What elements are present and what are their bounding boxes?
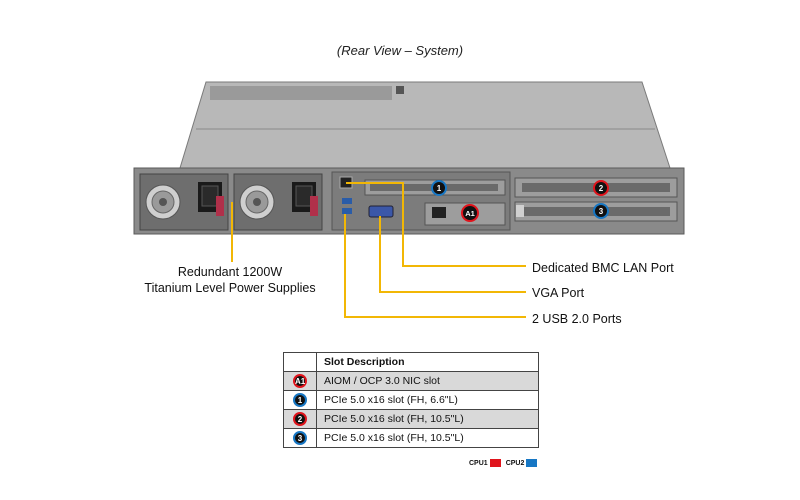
slot-description: PCIe 5.0 x16 slot (FH, 10.5"L) <box>316 409 539 429</box>
lid-label <box>396 86 404 94</box>
legend-cpu1-label: CPU1 <box>469 459 488 467</box>
badge-slot-2-text: 2 <box>599 184 604 193</box>
badge-slot-1: 1 <box>431 180 447 196</box>
psu-callout-line2: Titanium Level Power Supplies <box>144 281 316 295</box>
slot-description: AIOM / OCP 3.0 NIC slot <box>316 371 539 391</box>
table-header-title: Slot Description <box>316 352 539 372</box>
usb-callout-label: 2 USB 2.0 Ports <box>532 312 622 326</box>
badge-slot-1-text: 1 <box>437 184 442 193</box>
legend-cpu2-swatch <box>526 459 538 467</box>
table-header-badge-cell <box>283 352 317 372</box>
vga-callout-label: VGA Port <box>532 286 585 300</box>
slot-description: PCIe 5.0 x16 slot (FH, 6.6"L) <box>316 390 539 410</box>
table-row: 1 PCIe 5.0 x16 slot (FH, 6.6"L) <box>283 390 539 410</box>
cpu-legend: CPU1 CPU2 <box>469 459 542 467</box>
bmc-callout-line <box>346 182 526 267</box>
slot-description: PCIe 5.0 x16 slot (FH, 10.5"L) <box>316 428 539 448</box>
usb-port-2 <box>342 208 352 214</box>
psu-2 <box>233 173 323 231</box>
badge-slot-a1: A1 <box>461 204 479 222</box>
diagram-caption: (Rear View – System) <box>336 43 464 58</box>
slot-badge-1: 1 <box>293 393 307 407</box>
vga-callout-line <box>379 216 526 293</box>
badge-slot-a1-text: A1 <box>465 209 475 218</box>
lid-panel <box>210 86 392 100</box>
vga-port <box>368 205 394 218</box>
slot-badge-3: 3 <box>293 431 307 445</box>
psu-1 <box>139 173 229 231</box>
callout-lines <box>231 182 526 318</box>
slot-latch <box>516 205 524 217</box>
psu-callout-line1: Redundant 1200W <box>177 265 283 279</box>
badge-slot-2: 2 <box>593 180 609 196</box>
usb-port-1 <box>342 198 352 204</box>
table-row: A1 AIOM / OCP 3.0 NIC slot <box>283 371 539 391</box>
table-row: 2 PCIe 5.0 x16 slot (FH, 10.5"L) <box>283 409 539 429</box>
badge-slot-3-text: 3 <box>599 207 604 216</box>
usb-callout-line <box>344 214 526 318</box>
slot-badge-a1: A1 <box>293 374 307 388</box>
badge-slot-3: 3 <box>593 203 609 219</box>
psu-callout-label: Redundant 1200W Titanium Level Power Sup… <box>140 264 320 296</box>
table-row: 3 PCIe 5.0 x16 slot (FH, 10.5"L) <box>283 428 539 448</box>
bmc-lan-callout-label: Dedicated BMC LAN Port <box>532 261 674 275</box>
slot-badge-2: 2 <box>293 412 307 426</box>
slot-description-table: Slot Description A1 AIOM / OCP 3.0 NIC s… <box>283 352 539 448</box>
legend-cpu1-swatch <box>489 459 501 467</box>
legend-cpu2-label: CPU2 <box>505 459 525 467</box>
table-header-row: Slot Description <box>283 352 539 372</box>
